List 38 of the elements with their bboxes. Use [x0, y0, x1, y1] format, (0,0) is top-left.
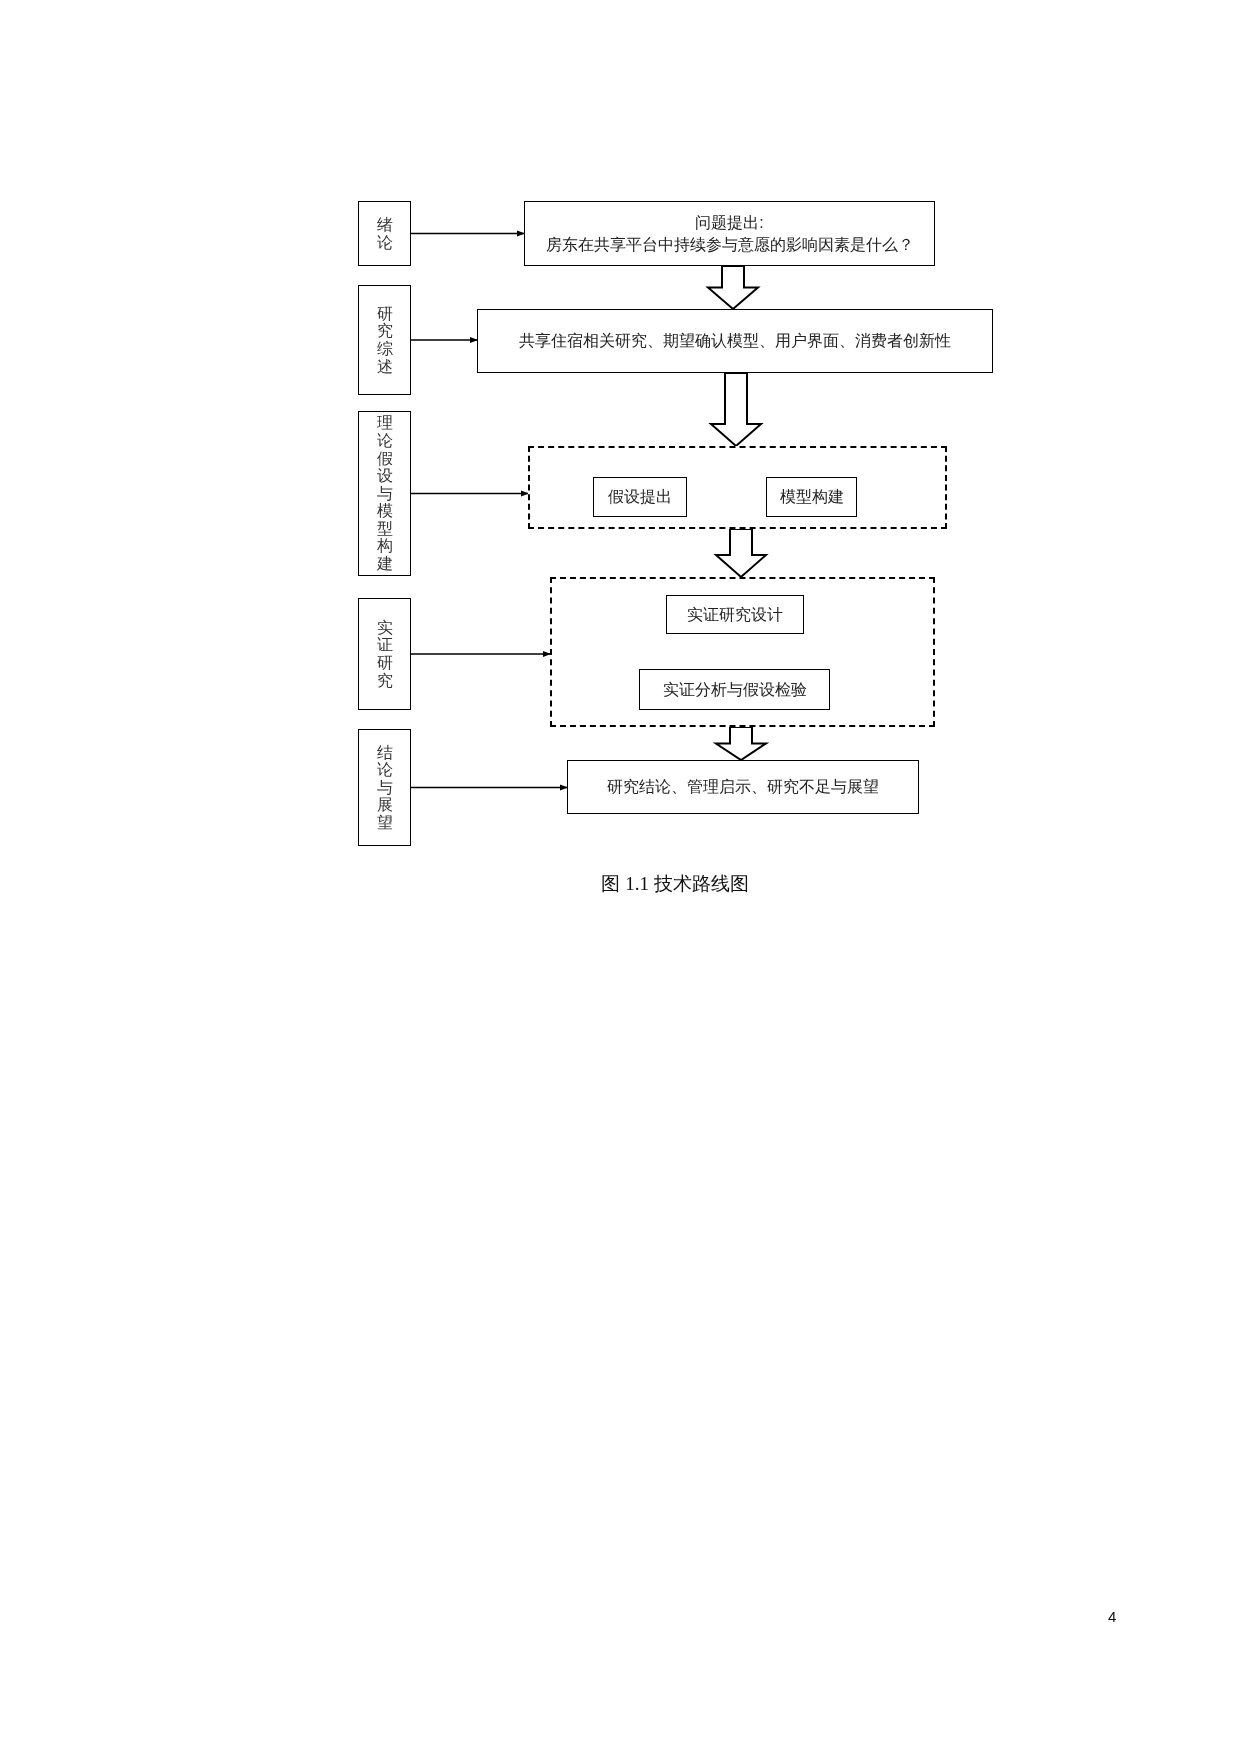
box-text: 假设提出 [607, 487, 673, 508]
stage-label: 研究综述 [376, 304, 393, 376]
box-text: 房东在共享平台中持续参与意愿的影响因素是什么？ [544, 234, 915, 255]
stage-label: 实证研究 [376, 618, 393, 690]
stage-box [358, 598, 411, 710]
stage-box [358, 729, 411, 846]
process-box [593, 477, 687, 517]
block-arrow [712, 726, 770, 762]
arrow [410, 490, 529, 497]
arrow [410, 651, 551, 657]
arrow [410, 337, 478, 343]
arrow [410, 230, 525, 237]
stage-box [358, 411, 411, 576]
dashed-group-box [528, 446, 947, 529]
stage-label: 结论与展望 [376, 743, 393, 832]
process-box [477, 309, 993, 373]
process-box [524, 201, 935, 266]
box-text: 模型构建 [778, 487, 845, 508]
block-arrow [705, 265, 761, 311]
box-text: 实证分析与假设检验 [661, 679, 808, 700]
dashed-group-box [550, 577, 935, 727]
process-box [639, 669, 830, 710]
stage-label: 绪论 [376, 215, 393, 252]
stage-box [358, 201, 411, 266]
box-text: 共享住宿相关研究、期望确认模型、用户界面、消费者创新性 [518, 331, 952, 352]
arrow [410, 784, 568, 791]
box-text: 问题提出: [694, 212, 765, 233]
box-text: 实证研究设计 [686, 604, 784, 625]
process-box [766, 477, 857, 517]
box-text: 研究结论、管理启示、研究不足与展望 [606, 777, 880, 798]
process-box [666, 595, 804, 634]
figure-caption: 图 1.1 技术路线图 [600, 872, 750, 896]
stage-label: 理论假设与模型构建 [376, 414, 393, 573]
stage-box [358, 285, 411, 395]
page-number: 4 [1108, 1607, 1117, 1627]
process-box [567, 760, 919, 814]
block-arrow [708, 372, 764, 448]
block-arrow [713, 528, 769, 579]
